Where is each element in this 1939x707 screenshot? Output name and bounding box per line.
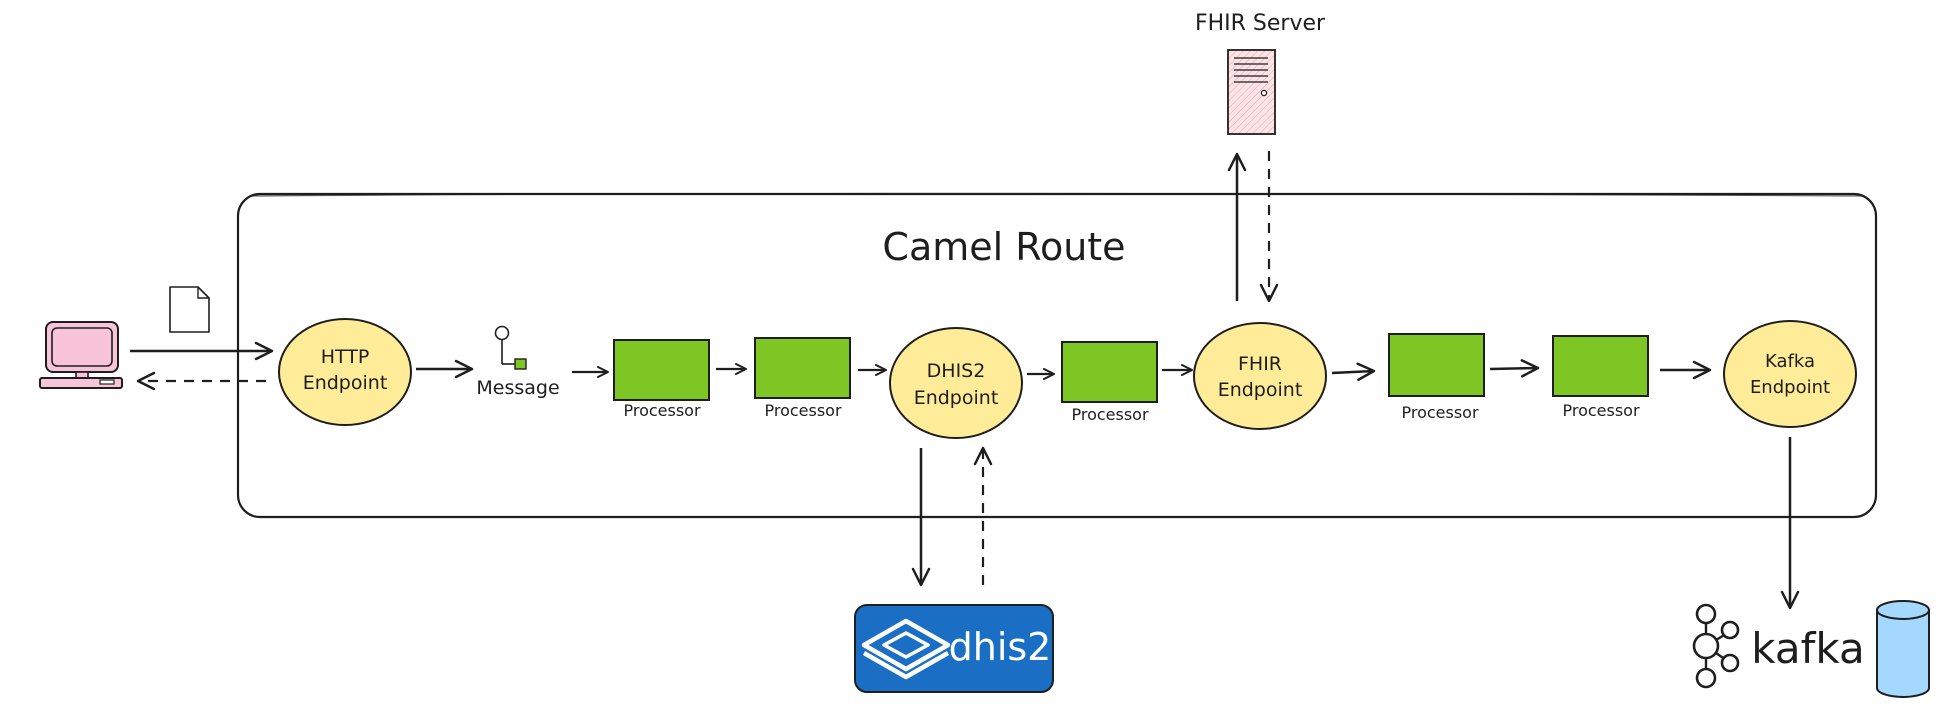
- flow-arrow: [1489, 359, 1540, 378]
- kafka-nodes-icon: [1692, 603, 1740, 689]
- kafka-logo: kafka: [1692, 603, 1865, 689]
- http-endpoint-line2: Endpoint: [303, 372, 388, 394]
- processor-node: Processor: [754, 337, 851, 420]
- kafka-logo-text: kafka: [1751, 624, 1864, 673]
- http-endpoint-node: HTTP Endpoint: [278, 318, 412, 426]
- message-label: Message: [476, 377, 559, 399]
- route-title: Camel Route: [882, 225, 1125, 269]
- fhir-endpoint-line1: FHIR: [1238, 353, 1282, 375]
- computer-icon: [39, 321, 123, 389]
- processor-label: Processor: [1071, 405, 1148, 424]
- kafka-endpoint-node: Kafka Endpoint: [1723, 320, 1857, 428]
- fhir-endpoint-node: FHIR Endpoint: [1193, 322, 1327, 430]
- fhir-endpoint-line2: Endpoint: [1218, 379, 1303, 401]
- kafka-endpoint-line1: Kafka: [1765, 351, 1815, 372]
- processor-node: Processor: [1388, 333, 1485, 422]
- processor-label: Processor: [764, 401, 841, 420]
- dhis2-endpoint-node: DHIS2 Endpoint: [889, 327, 1023, 439]
- document-icon: [169, 286, 210, 333]
- dhis2-logo: dhis2: [854, 604, 1054, 693]
- message-icon: [494, 325, 527, 370]
- processor-node: Processor: [613, 339, 710, 420]
- processor-node: Processor: [1061, 341, 1158, 424]
- processor-label: Processor: [1401, 403, 1478, 422]
- http-endpoint-line1: HTTP: [321, 346, 370, 368]
- processor-label: Processor: [1562, 401, 1639, 420]
- dhis2-endpoint-line2: Endpoint: [914, 387, 999, 409]
- database-cylinder-icon: [1876, 600, 1930, 698]
- fhir-server-label: FHIR Server: [1195, 11, 1326, 36]
- flow-arrow: [1331, 362, 1376, 382]
- dhis2-logo-text: dhis2: [949, 625, 1052, 669]
- kafka-endpoint-line2: Endpoint: [1750, 377, 1830, 398]
- processor-node: Processor: [1552, 335, 1649, 420]
- server-icon: [1227, 49, 1276, 135]
- camel-route-container: Camel Route: [236, 192, 1878, 519]
- dhis2-layers-icon: [861, 618, 951, 680]
- processor-label: Processor: [623, 401, 700, 420]
- dhis2-endpoint-line1: DHIS2: [927, 360, 986, 382]
